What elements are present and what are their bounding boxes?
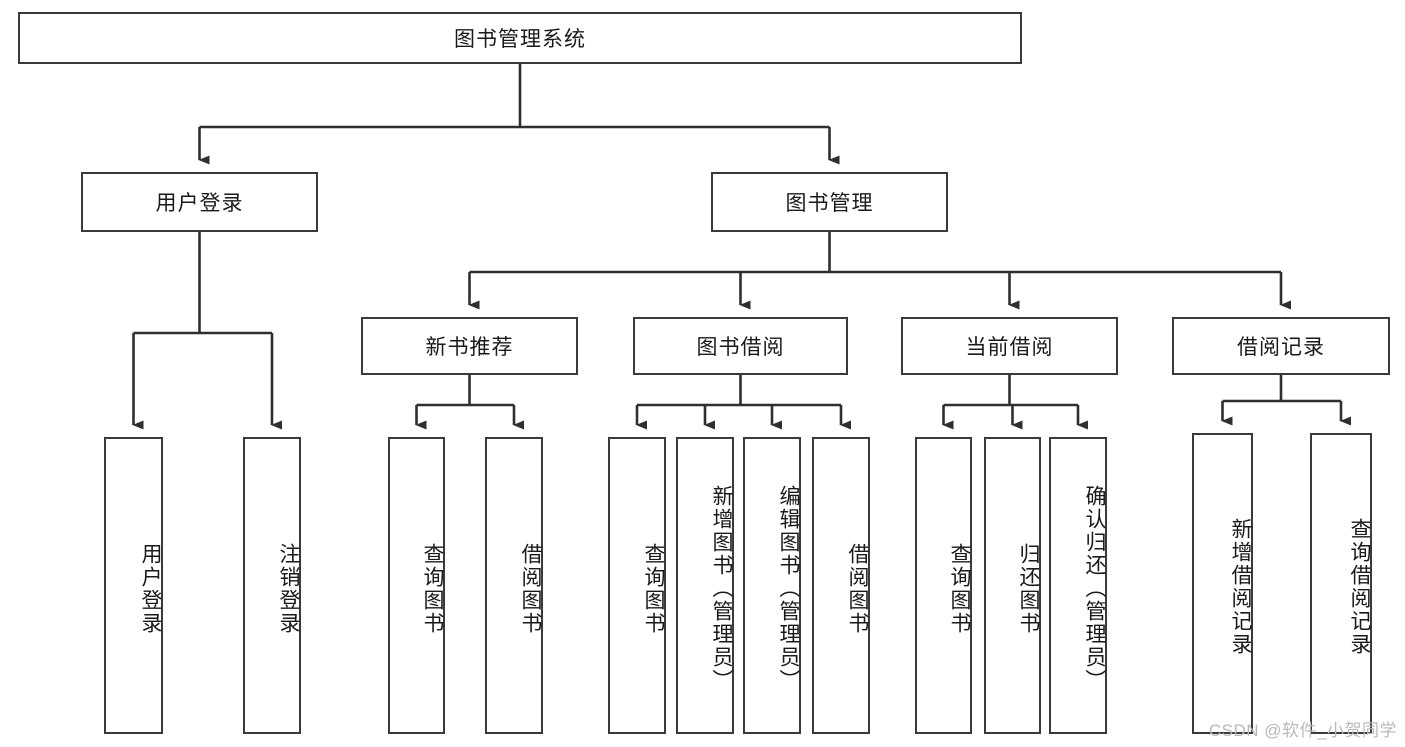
leaf-add-book-admin[interactable]: 新增图书（管理员） <box>676 437 734 734</box>
leaf-query-borrow-record[interactable]: 查询借阅记录 <box>1310 433 1372 734</box>
node-user-login-label: 用户登录 <box>155 192 244 215</box>
leaf-confirm-return-admin[interactable]: 确认归还（管理员） <box>1049 437 1107 734</box>
leaf-edit-book-admin[interactable]: 编辑图书（管理员） <box>743 437 801 734</box>
node-book-borrow[interactable]: 图书借阅 <box>633 317 848 375</box>
leaf-new-borrow-book-label: 借阅图书 <box>519 542 542 635</box>
leaf-borrow-book[interactable]: 借阅图书 <box>812 437 870 734</box>
leaf-edit-book-admin-label: 编辑图书（管理员） <box>777 485 800 692</box>
node-borrow-records[interactable]: 借阅记录 <box>1172 317 1390 375</box>
node-new-book-recommend[interactable]: 新书推荐 <box>361 317 578 375</box>
leaf-user-login[interactable]: 用户登录 <box>104 437 163 734</box>
node-book-management-label: 图书管理 <box>785 192 874 215</box>
leaf-borrow-query-book-label: 查询图书 <box>642 542 665 635</box>
node-borrow-records-label: 借阅记录 <box>1237 336 1325 359</box>
leaf-add-borrow-record[interactable]: 新增借阅记录 <box>1192 433 1253 734</box>
leaf-current-query-book-label: 查询图书 <box>948 542 971 635</box>
node-root[interactable]: 图书管理系统 <box>18 12 1022 64</box>
leaf-new-query-book[interactable]: 查询图书 <box>388 437 445 734</box>
node-new-book-recommend-label: 新书推荐 <box>425 336 514 359</box>
leaf-query-borrow-record-label: 查询借阅记录 <box>1348 517 1371 656</box>
leaf-borrow-book-label: 借阅图书 <box>846 542 869 635</box>
node-user-login[interactable]: 用户登录 <box>81 172 318 232</box>
leaf-return-book-label: 归还图书 <box>1017 542 1040 635</box>
leaf-borrow-query-book[interactable]: 查询图书 <box>608 437 666 734</box>
leaf-return-book[interactable]: 归还图书 <box>984 437 1041 734</box>
leaf-current-query-book[interactable]: 查询图书 <box>915 437 972 734</box>
leaf-user-login-label: 用户登录 <box>139 542 162 635</box>
leaf-new-query-book-label: 查询图书 <box>421 542 444 635</box>
leaf-add-borrow-record-label: 新增借阅记录 <box>1229 517 1252 656</box>
node-book-management[interactable]: 图书管理 <box>711 172 948 232</box>
node-root-label: 图书管理系统 <box>454 28 586 51</box>
node-book-borrow-label: 图书借阅 <box>696 336 785 359</box>
leaf-logout[interactable]: 注销登录 <box>243 437 301 734</box>
node-current-borrow-label: 当前借阅 <box>965 336 1054 359</box>
leaf-new-borrow-book[interactable]: 借阅图书 <box>485 437 543 734</box>
leaf-logout-label: 注销登录 <box>277 542 300 635</box>
leaf-confirm-return-admin-label: 确认归还（管理员） <box>1083 485 1106 692</box>
leaf-add-book-admin-label: 新增图书（管理员） <box>710 485 733 692</box>
node-current-borrow[interactable]: 当前借阅 <box>901 317 1118 375</box>
